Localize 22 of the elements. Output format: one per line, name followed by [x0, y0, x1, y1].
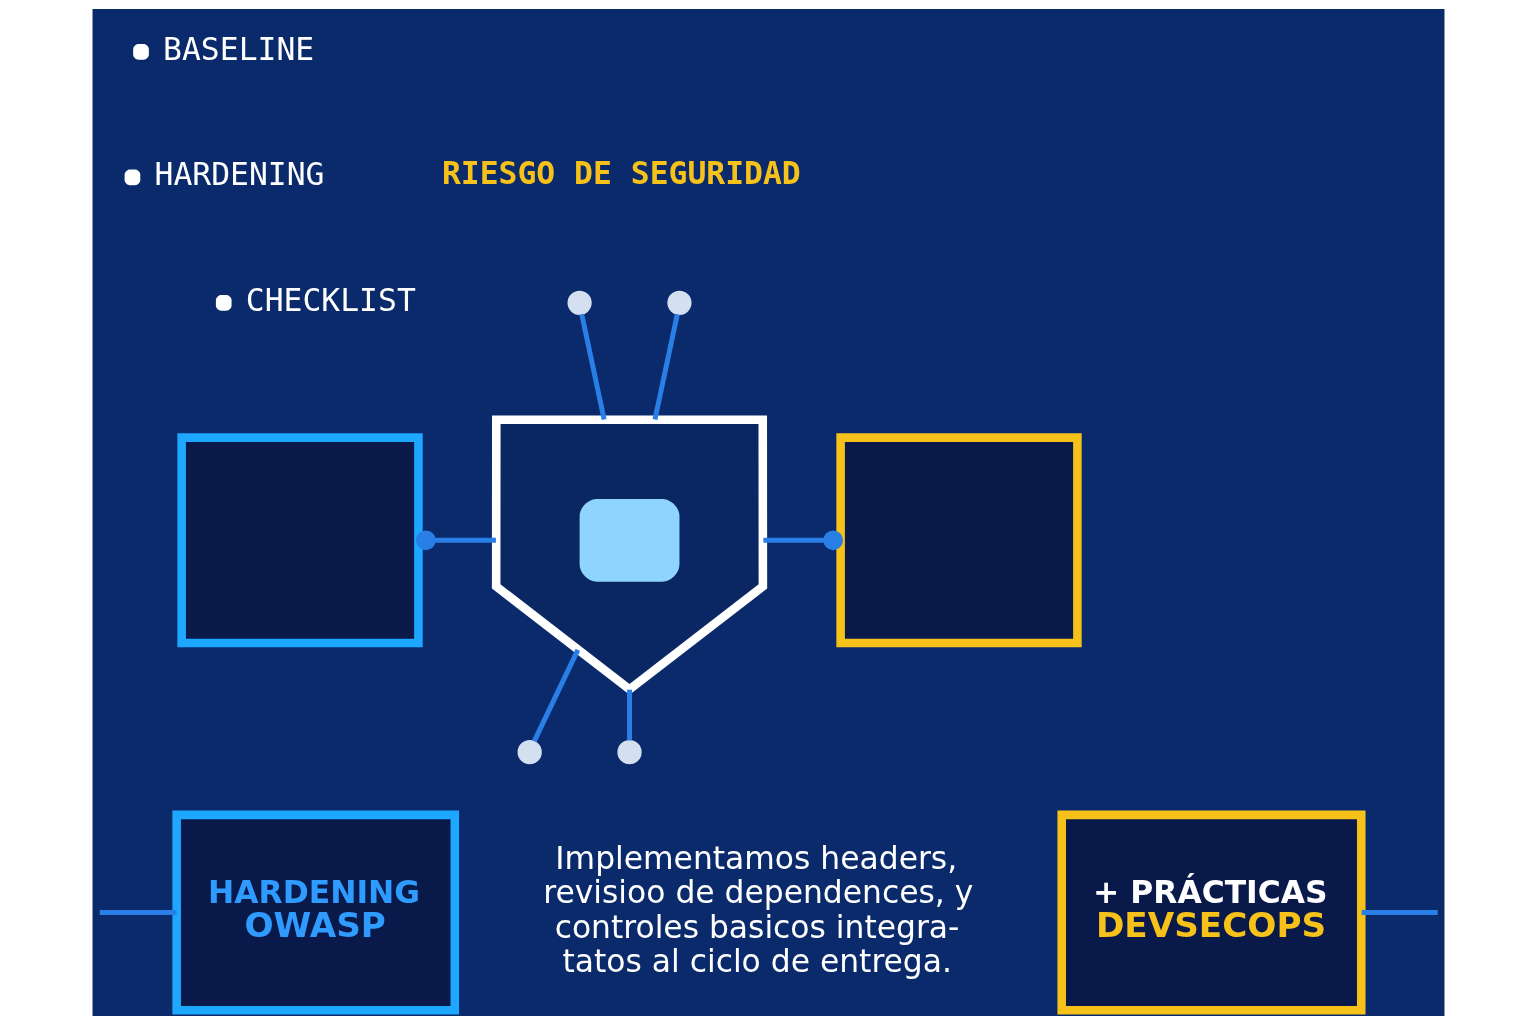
connector [652, 313, 680, 420]
node-circle [666, 290, 692, 315]
node-shield [491, 414, 767, 695]
label: HARDENING [154, 155, 324, 192]
connector [762, 529, 843, 550]
label: Implementamos headers, revisioo de dependences, y controles basicos integra- tatos al ciclo de entrega. [542, 839, 973, 979]
label: CHECKLIST [245, 281, 416, 318]
connector [626, 689, 632, 740]
node-circle [567, 290, 592, 315]
connector [415, 529, 496, 550]
node-box: HARDENING OWASP [171, 810, 459, 1015]
label: RIESGO DE SEGURIDAD [441, 154, 801, 191]
connector [99, 909, 177, 915]
node-box [835, 432, 1082, 647]
node-box: + PRÁCTICAS DEVSECOPS [1056, 810, 1366, 1015]
node-box [176, 432, 423, 647]
node-circle [517, 739, 542, 764]
node-circle [616, 739, 642, 764]
connector [578, 313, 607, 420]
connector [531, 648, 580, 742]
label: BASELINE [162, 30, 314, 67]
connector [1361, 909, 1438, 915]
